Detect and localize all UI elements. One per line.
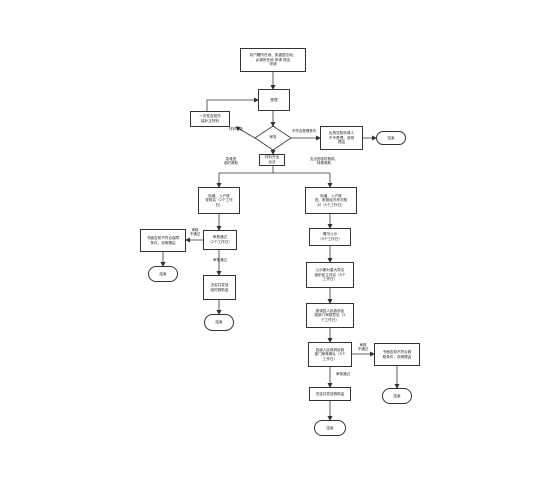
district-review-node: 县级人民政府民政 部门审核确认（5个 工作日） [308, 342, 352, 367]
label-urgent: 急难型 临时救助 [224, 157, 238, 166]
edge-review-notify [235, 126, 256, 139]
notify-supplement-node: 一次性告知所 缺补正材料 [190, 111, 230, 127]
label-general: 支出型临时救助、 特殊救助 [310, 157, 338, 166]
end-node-5: 结束 [314, 420, 346, 436]
not-eligible-node: 出具告知申请人 不予受理，说明 理由 [320, 126, 363, 150]
label-pass-right: 审核通过 [336, 372, 350, 376]
label-not-meet: 不符合受理条件 [291, 129, 317, 133]
review-diamond [254, 125, 292, 151]
left-review-node: 审核通过 （2个工作日） [203, 230, 237, 250]
end-node-2: 结束 [148, 266, 178, 282]
community-review-node: 公示期对重大异议 组织民主评议（5个 工作日） [306, 262, 354, 288]
end-node-3: 结束 [204, 314, 234, 331]
edge-notify-accept [206, 97, 259, 111]
left-reject-node: 书面告知不符合保障 条件，说明理由 [140, 229, 186, 252]
review-diamond-label: 审查 [269, 135, 277, 139]
end-node-1: 结束 [376, 131, 406, 145]
label-fail-right: 审核 不通过 [357, 343, 369, 352]
label-incomplete: 材料不全 [229, 127, 243, 131]
right-check-node: 街道、入户核 查、家庭经济状况核 对（5个工作日） [305, 187, 357, 214]
left-check-node: 街道、入户核 查核实（2个工作 日） [198, 187, 240, 214]
start-node: 向户籍所在地、街道居住地、 乡镇所在地 申请 提出 申请 [240, 48, 306, 72]
right-decide-node: 决定并发放救助金 [309, 387, 351, 401]
right-reject-node: 书面告知不符合救 助条件，说明理由 [374, 343, 420, 366]
label-fail-left: 审核 不通过 [189, 228, 201, 237]
end-node-4: 结束 [382, 388, 412, 404]
accept-node: 受理 [258, 89, 290, 111]
label-pass-left: 审核通过 [213, 258, 227, 262]
materials-complete-node: 材料齐全 合法 [259, 154, 285, 166]
publicity-node: 情况公示 （5个工作日） [309, 228, 351, 246]
report-district-node: 报请县人民政府民 政部门审核意见（2 个工作日） [306, 303, 354, 328]
left-decide-node: 决定并发放 临时救助金 [203, 275, 236, 300]
